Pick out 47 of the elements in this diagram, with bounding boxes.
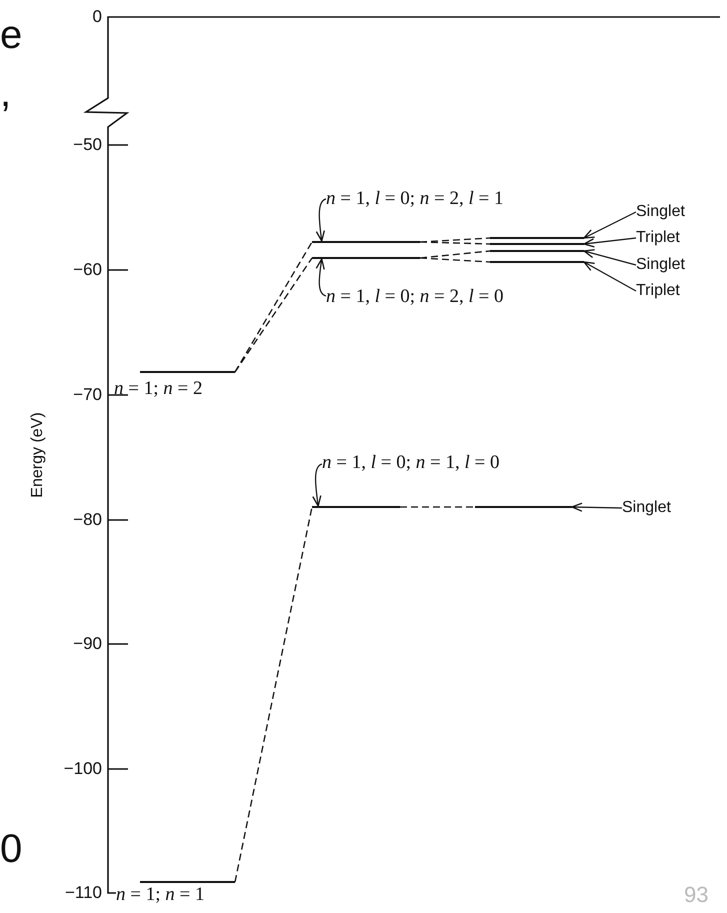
dashed-connector <box>420 237 490 243</box>
level-label: n = 1; n = 2 <box>114 378 202 400</box>
text-fragment: 0 <box>0 826 22 872</box>
leader-arrow <box>583 211 636 239</box>
dashed-connector <box>420 250 490 259</box>
energy-level-line <box>475 506 572 508</box>
energy-level-line <box>490 261 584 263</box>
energy-level-line <box>312 257 420 259</box>
leader-arrow <box>583 237 636 248</box>
leader-arrow <box>583 261 636 292</box>
level-label: Triplet <box>636 280 680 302</box>
energy-level-line <box>490 250 584 252</box>
dashed-connector <box>234 506 313 882</box>
leader-arrow <box>571 502 622 512</box>
level-label: Triplet <box>636 227 680 249</box>
axis-label: Energy (eV) <box>28 412 47 498</box>
tick-label: −90 <box>72 633 102 655</box>
energy-level-line <box>312 241 420 243</box>
leader-arrow <box>316 258 326 296</box>
tick-label: −50 <box>72 134 102 156</box>
leader-arrow <box>583 249 636 266</box>
dashed-connector <box>420 241 490 245</box>
text-fragment: e <box>0 12 22 58</box>
dashed-connector <box>400 506 475 508</box>
energy-level-line <box>490 243 584 245</box>
tick-label: −80 <box>72 509 102 531</box>
dashed-connector <box>420 257 490 263</box>
tick-label: −70 <box>72 384 102 406</box>
leader-arrow <box>312 464 322 507</box>
page-number: 93 <box>684 882 708 908</box>
level-label: Singlet <box>622 497 671 519</box>
tick-label: −100 <box>62 758 102 780</box>
level-label: n = 1, l = 0; n = 1, l = 0 <box>322 452 500 474</box>
level-label: n = 1, l = 0; n = 2, l = 0 <box>326 286 504 308</box>
leader-arrow <box>316 198 326 242</box>
energy-level-line <box>140 881 235 883</box>
level-label: n = 1; n = 1 <box>116 884 204 906</box>
energy-level-line <box>312 506 400 508</box>
text-fragment: , <box>0 70 12 116</box>
level-label: n = 1, l = 0; n = 2, l = 1 <box>326 188 504 210</box>
tick-label: 0 <box>92 6 102 28</box>
energy-level-line <box>490 237 584 239</box>
level-label: Singlet <box>636 254 685 276</box>
level-label: Singlet <box>636 201 685 223</box>
energy-level-line <box>140 371 235 373</box>
tick-label: −60 <box>72 259 102 281</box>
tick-label: −110 <box>64 882 102 904</box>
